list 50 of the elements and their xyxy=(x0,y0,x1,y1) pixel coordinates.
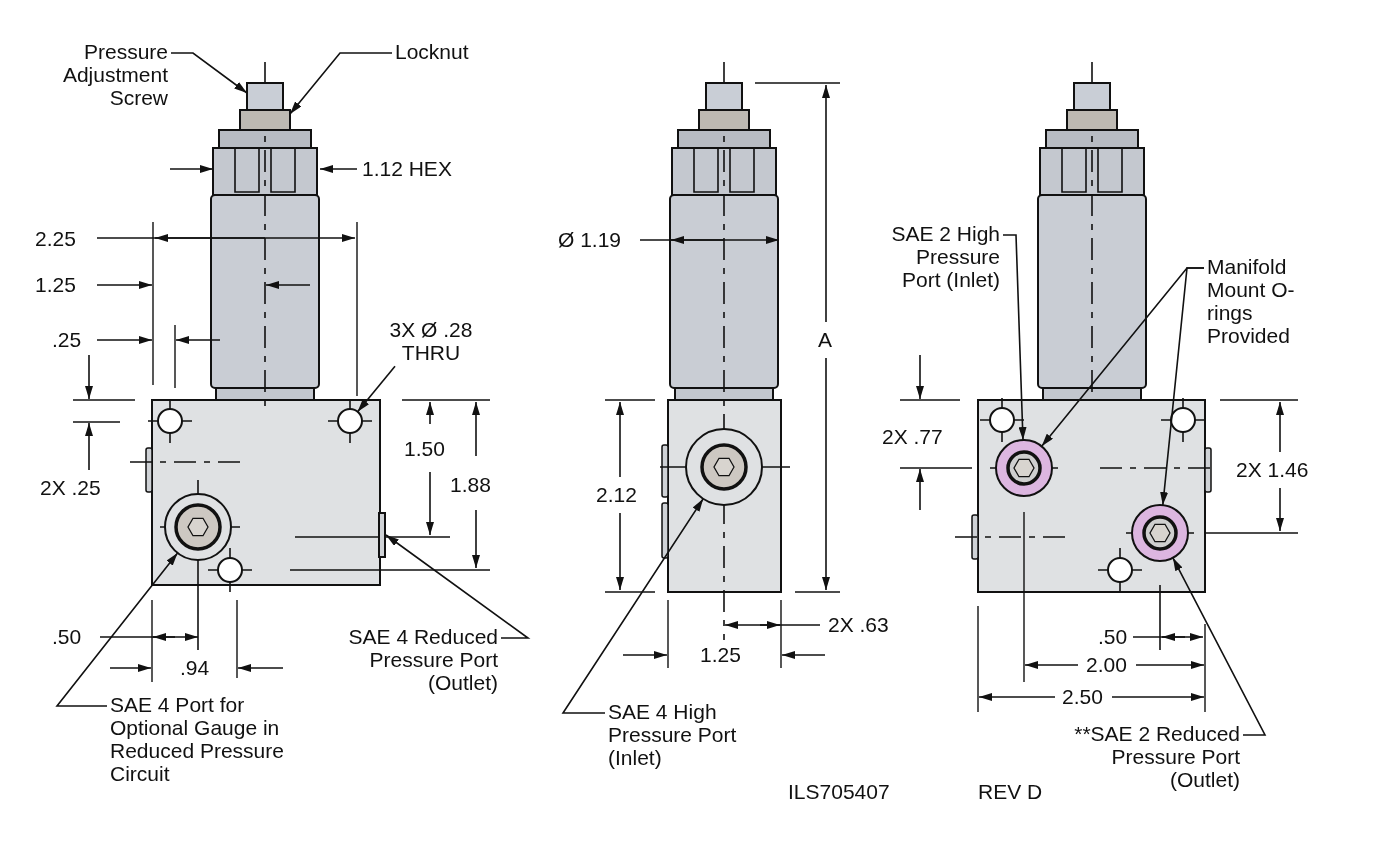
callout-label: Pressure Adjustment Screw xyxy=(48,40,168,110)
dimension-label: 2.50 xyxy=(1062,685,1103,709)
callout-label: SAE 4 Reduced Pressure Port (Outlet) xyxy=(338,625,498,695)
dimension-label: 2X .77 xyxy=(882,425,943,449)
locknut xyxy=(698,109,750,131)
dimension-label: 2.12 xyxy=(596,483,637,507)
dimension-label: Ø 1.19 xyxy=(558,228,622,252)
callout-label: Manifold Mount O-rings Provided xyxy=(1207,255,1299,348)
locknut xyxy=(239,109,291,131)
leader-line xyxy=(289,52,393,115)
dimension-label: 2X .63 xyxy=(828,613,889,637)
dimension-label: 1.25 xyxy=(700,643,741,667)
callout-label: SAE 4 High Pressure Port (Inlet) xyxy=(608,700,768,770)
drawing-number: ILS705407 xyxy=(788,780,890,804)
callout-label: SAE 4 Port for Optional Gauge in Reduced Pressure Circuit xyxy=(110,693,310,786)
dimension-label: A xyxy=(818,328,832,352)
callout-label: Locknut xyxy=(395,40,469,64)
leader-line xyxy=(1172,557,1267,736)
o-ring-port xyxy=(1131,504,1189,562)
leader-line xyxy=(170,52,248,94)
dimension-label: 2.00 xyxy=(1086,653,1127,677)
dimension-label: 1.12 HEX xyxy=(362,157,452,181)
leader-line xyxy=(1002,234,1027,441)
callout-label: SAE 2 High Pressure Port (Inlet) xyxy=(880,222,1000,292)
revision-label: REV D xyxy=(978,780,1043,804)
dimension-label: .25 xyxy=(52,328,82,352)
dimension-label: .94 xyxy=(180,656,210,680)
leader-line xyxy=(561,498,704,714)
dimension-label: 2.25 xyxy=(35,227,76,251)
leader-line xyxy=(1160,267,1205,506)
inlet-port xyxy=(685,428,763,506)
gauge-port xyxy=(164,493,232,561)
dimension-label: 2X 1.46 xyxy=(1236,458,1309,482)
adjustment-screw xyxy=(1073,82,1111,111)
dimension-label: 2X .25 xyxy=(40,476,101,500)
o-ring-port xyxy=(995,439,1053,497)
adjustment-screw xyxy=(246,82,284,111)
dimension-label: .50 xyxy=(52,625,82,649)
adjustment-screw xyxy=(705,82,743,111)
dimension-label: 1.25 xyxy=(35,273,76,297)
dimension-label: 1.88 xyxy=(450,473,491,497)
leader-line xyxy=(55,552,179,707)
callout-label: **SAE 2 Reduced Pressure Port (Outlet) xyxy=(1060,722,1240,792)
port-boss xyxy=(378,512,386,558)
locknut xyxy=(1066,109,1118,131)
leader-line xyxy=(356,365,396,413)
callout-label: 3X Ø .28 THRU xyxy=(375,318,487,365)
dimension-label: 1.50 xyxy=(404,437,445,461)
leader-line xyxy=(385,534,531,639)
dimension-label: .50 xyxy=(1098,625,1128,649)
